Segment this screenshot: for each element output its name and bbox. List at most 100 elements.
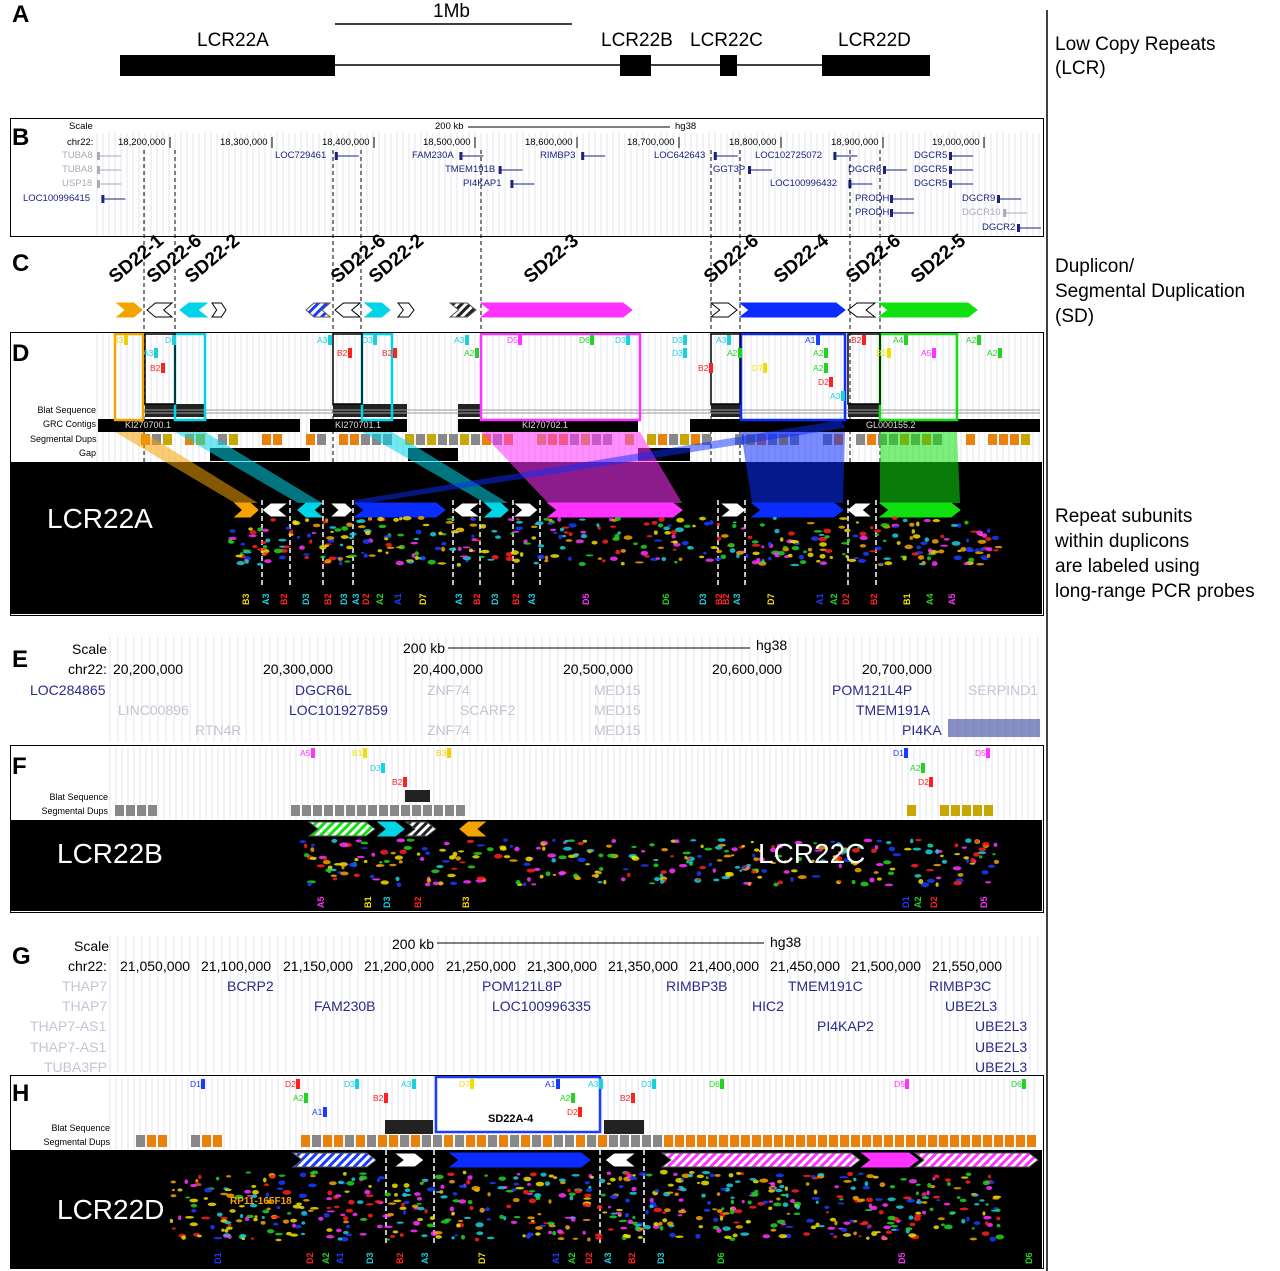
gene-label: TMEM191A — [856, 702, 930, 718]
fiber-signal — [806, 521, 815, 525]
fiber-signal — [523, 1176, 532, 1182]
probe-mark — [862, 335, 866, 345]
fiber-signal — [917, 555, 925, 560]
clone-label: RP11-165F18 — [230, 1196, 292, 1207]
fiber-signal — [419, 857, 425, 861]
fiber-signal — [346, 522, 353, 527]
segdup-block — [262, 434, 271, 445]
gene-label: DGCR6 — [848, 164, 882, 175]
probe-mark — [518, 335, 522, 345]
fiber-signal — [403, 1200, 410, 1205]
fiber-signal — [649, 882, 656, 885]
segdup-block — [680, 434, 689, 445]
probe-label-bottom: B2 — [395, 1252, 405, 1264]
fiber-signal — [474, 1237, 480, 1242]
fiber-signal — [974, 839, 979, 844]
panel-label-h: H — [12, 1080, 30, 1107]
fiber-signal — [883, 557, 892, 560]
fiber-signal — [696, 878, 701, 881]
fiber-signal — [512, 1198, 520, 1203]
fiber-signal — [516, 1173, 521, 1176]
fiber-signal — [954, 852, 961, 856]
fiber-signal — [587, 1237, 591, 1242]
fiber-signal — [256, 562, 263, 566]
fiber-signal — [680, 1187, 687, 1192]
fiber-signal — [424, 1208, 428, 1214]
probe-label-bottom: D2 — [841, 593, 851, 605]
probe-label: A2 — [464, 348, 475, 358]
fiber-signal — [384, 1225, 393, 1229]
fiber-signal — [451, 867, 458, 870]
segdup-block — [620, 1135, 629, 1147]
segdup-block — [862, 1135, 871, 1147]
fiber-signal — [399, 1233, 404, 1237]
fiber-signal — [761, 869, 768, 873]
fiber-signal — [990, 1209, 999, 1212]
coordinate-tick: 21,200,000 — [364, 958, 435, 974]
fiber-signal — [476, 844, 486, 847]
fiber-signal — [401, 1202, 405, 1208]
probe-mark — [631, 1093, 635, 1103]
gene-label: TMEM191B — [445, 164, 496, 175]
fiber-signal — [170, 1194, 177, 1198]
probe-label: A3 — [588, 1079, 599, 1089]
probe-label: D6 — [709, 1079, 720, 1089]
segdup-block — [158, 1135, 167, 1147]
duplicon-arrow — [179, 302, 209, 318]
fiber-signal — [414, 1192, 421, 1196]
fiber-signal — [585, 863, 590, 866]
fiber-signal — [662, 1211, 667, 1214]
fiber-signal — [618, 1219, 628, 1223]
segdup-block — [412, 805, 421, 816]
fiber-signal — [557, 517, 562, 522]
fiber-signal — [873, 871, 879, 874]
fiber-signal — [674, 560, 678, 564]
fiber-signal — [466, 1179, 471, 1185]
duplicon-box — [479, 332, 642, 422]
fiber-signal — [843, 1221, 851, 1225]
fiber-signal — [378, 1176, 385, 1180]
fiber-signal — [292, 520, 298, 525]
fiber-signal — [618, 1176, 623, 1181]
fiber-signal — [761, 559, 765, 564]
segdup-block — [477, 1135, 486, 1147]
fiber-signal — [441, 541, 447, 546]
fiber-signal — [425, 851, 431, 855]
probe-label: A3 — [143, 348, 154, 358]
fiber-signal — [486, 1218, 492, 1221]
probe-label-bottom: D2 — [929, 896, 939, 908]
segdup-block — [345, 1135, 354, 1147]
probe-label-bottom: A5 — [947, 593, 957, 605]
segdup-block — [609, 1135, 618, 1147]
segdup-block — [829, 1135, 838, 1147]
fiber-signal — [820, 859, 826, 862]
probe-label: A4 — [893, 335, 904, 345]
fiber-signal — [528, 1190, 536, 1193]
probe-mark — [652, 1079, 656, 1089]
fiber-signal — [499, 847, 507, 851]
fiber-signal — [299, 1206, 305, 1210]
fiber-signal — [878, 1210, 884, 1215]
gene-label: DGCR2 — [982, 222, 1016, 233]
fiber-signal — [585, 554, 594, 557]
fiber-signal — [770, 861, 777, 865]
probe-mark — [470, 1079, 474, 1089]
fiber-signal — [971, 1227, 975, 1230]
fiber-signal — [788, 531, 795, 536]
fiber-signal — [606, 1171, 612, 1175]
probe-label-bottom: D3 — [365, 1252, 375, 1264]
fiber-signal — [863, 838, 873, 843]
segdup-block — [763, 1135, 772, 1147]
duplicon-arrow — [738, 302, 846, 318]
fiber-signal — [629, 1191, 637, 1195]
segdup-block — [427, 434, 436, 445]
fiber-signal — [235, 1219, 243, 1223]
fiber-signal — [908, 1215, 914, 1220]
fiber-signal — [344, 560, 351, 563]
duplicon-arrow — [376, 821, 405, 837]
fiber-signal — [817, 846, 826, 850]
fiber-signal — [582, 1218, 591, 1221]
fiber-signal — [620, 561, 625, 566]
fiber-signal — [896, 1205, 904, 1209]
segdup-block — [317, 434, 326, 445]
